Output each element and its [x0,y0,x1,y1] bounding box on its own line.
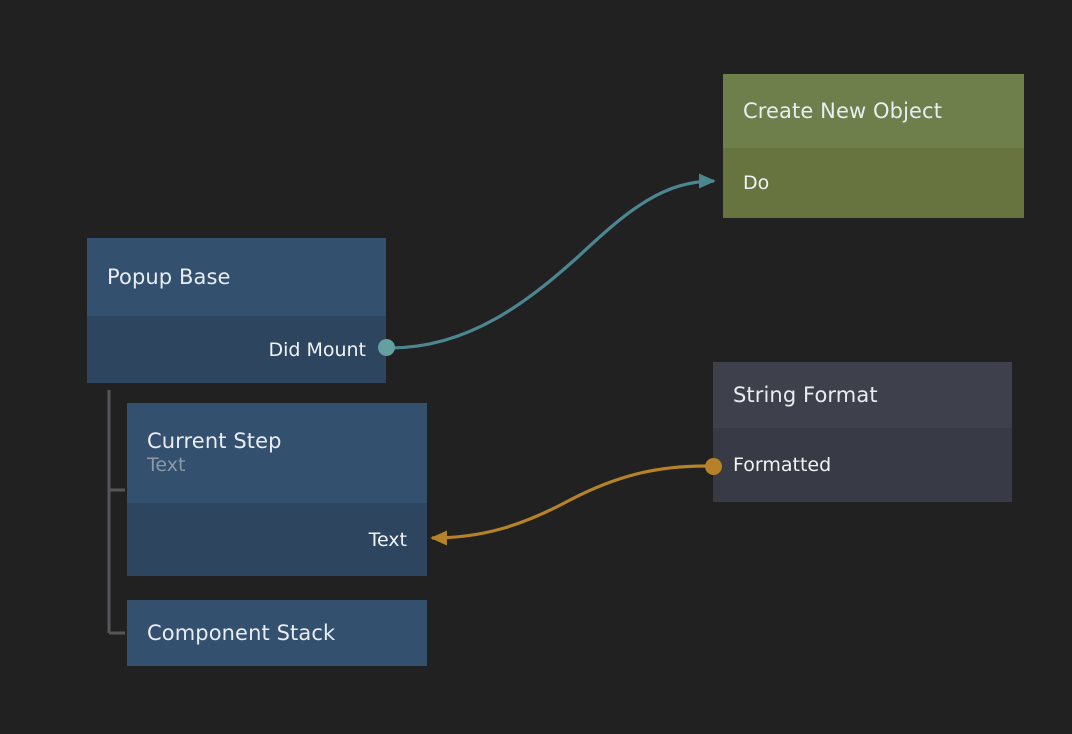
node-current-step-title: Current Step [147,429,282,453]
edge-formatted-to-current-step-text[interactable] [430,464,707,546]
node-popup-base-body: Did Mount [87,316,386,383]
port-row-current-step-text[interactable]: Text [127,503,427,576]
node-create-new-object-body: Do [723,148,1024,218]
port-row-did-mount[interactable]: Did Mount [87,316,386,383]
node-component-stack-title: Component Stack [147,620,336,645]
node-create-new-object-title: Create New Object [743,98,943,123]
node-current-step[interactable]: Current Step Text Text [127,403,427,576]
node-string-format[interactable]: String Format Formatted [713,362,1012,502]
node-string-format-body: Formatted [713,428,1012,502]
node-popup-base-title: Popup Base [107,264,231,289]
port-label-did-mount: Did Mount [268,338,366,361]
port-row-do[interactable]: Do [723,148,1024,218]
edge-did-mount-to-do[interactable] [389,173,716,350]
node-create-new-object[interactable]: Create New Object Do [723,74,1024,218]
node-string-format-title: String Format [733,382,878,407]
node-create-new-object-header[interactable]: Create New Object [723,74,1024,148]
port-row-formatted[interactable]: Formatted [713,428,1012,502]
node-popup-base-header[interactable]: Popup Base [87,238,386,316]
port-dot-did-mount[interactable] [378,339,395,356]
node-popup-base[interactable]: Popup Base Did Mount [87,238,386,383]
node-component-stack-header[interactable]: Component Stack [127,600,427,666]
node-component-stack[interactable]: Component Stack [127,600,427,666]
node-current-step-body: Text [127,503,427,576]
node-string-format-header[interactable]: String Format [713,362,1012,428]
port-label-do: Do [743,172,770,194]
node-current-step-header[interactable]: Current Step Text [127,403,427,503]
node-current-step-subtitle: Text [147,454,186,477]
port-label-formatted: Formatted [733,454,832,476]
port-dot-formatted[interactable] [705,458,722,475]
port-label-current-step-text: Text [368,528,407,551]
